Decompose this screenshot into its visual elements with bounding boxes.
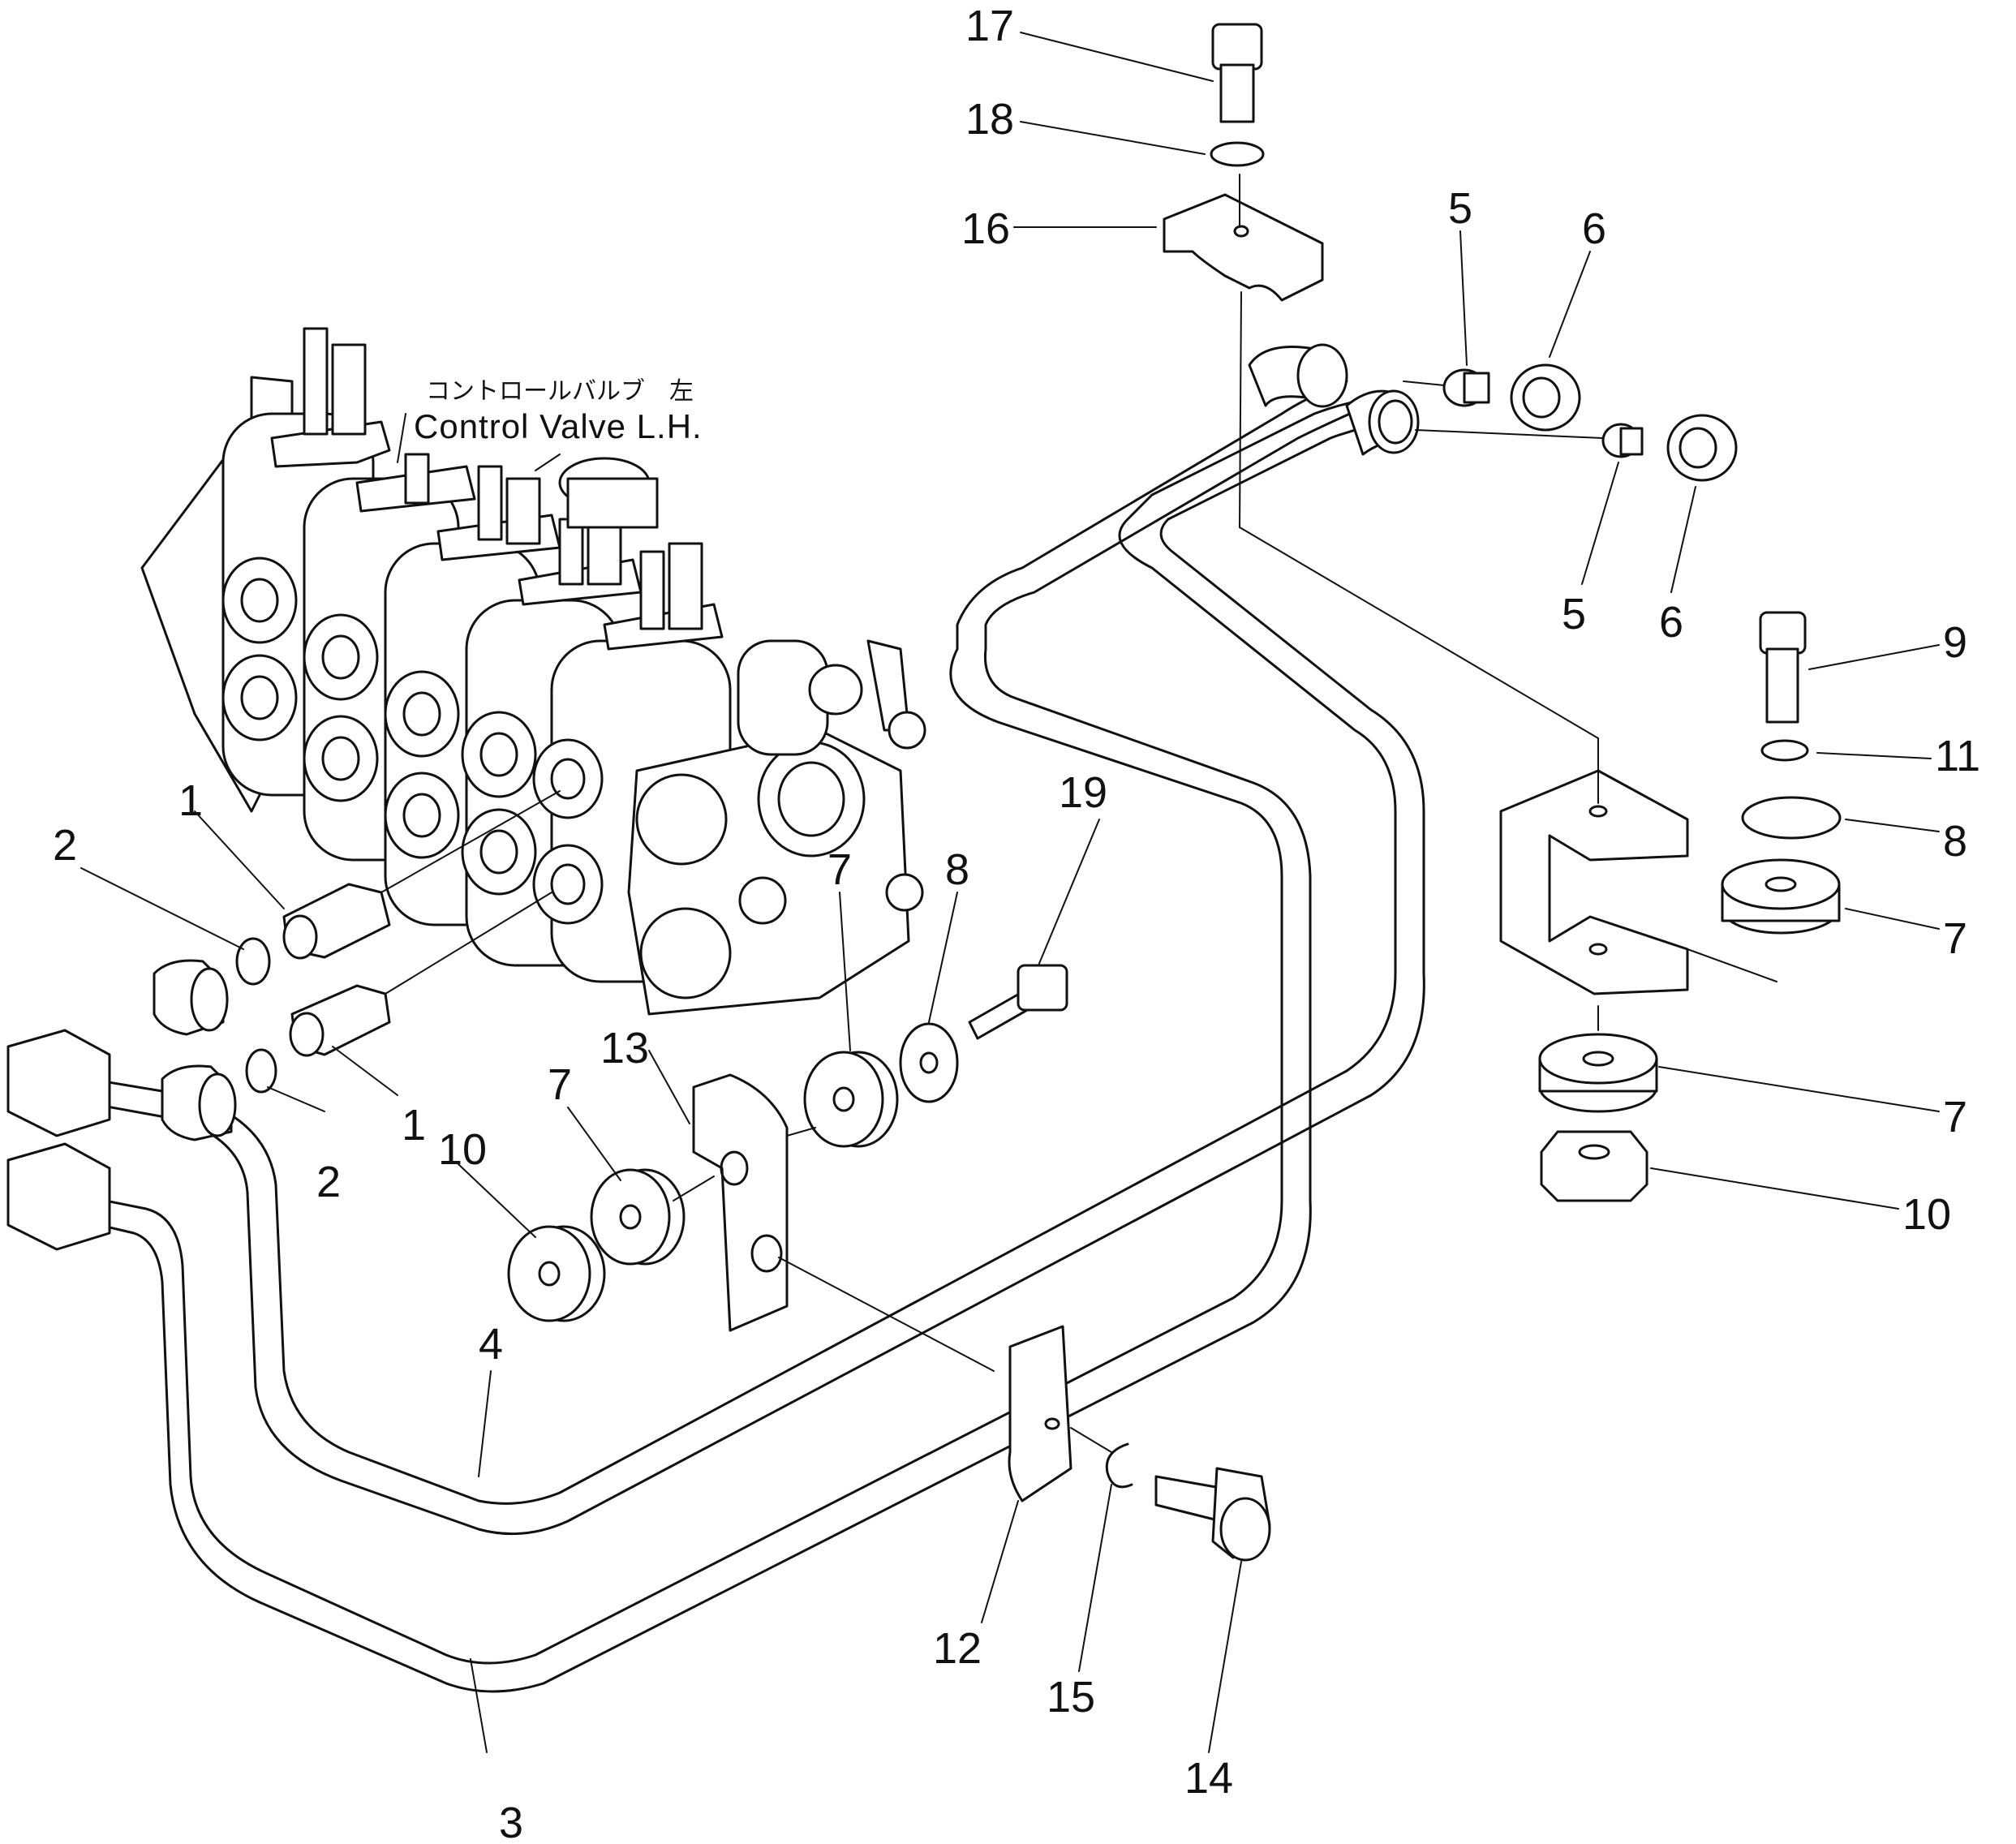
spool-levers: [270, 327, 724, 651]
callout-18: 18: [965, 95, 1014, 144]
callout-8: 8: [945, 845, 969, 894]
callout-7: 7: [827, 845, 852, 894]
pipe-3: [63, 380, 1360, 1693]
clamp-16: [1163, 193, 1324, 302]
cushion-7-lower-right: [1538, 1033, 1658, 1113]
callout-7: 7: [548, 1060, 572, 1109]
washer-18: [1210, 141, 1265, 167]
plug-5-upper: [1442, 368, 1490, 407]
callout-19: 19: [1059, 768, 1107, 817]
callout-8: 8: [1943, 817, 1967, 866]
callout-3: 3: [499, 1799, 523, 1844]
connector-1-lower: [289, 984, 391, 1057]
cap-6-upper: [1510, 363, 1581, 432]
cushion-7-middle-a: [803, 1051, 899, 1148]
callout-7: 7: [1943, 1093, 1967, 1141]
pipe-elbow-fittings: [1248, 343, 1420, 456]
callout-11: 11: [1935, 732, 1980, 780]
connector-1-upper: [282, 883, 391, 960]
callout-17: 17: [965, 2, 1014, 50]
pipe-end-fittings: [6, 959, 237, 1251]
callout-13: 13: [600, 1024, 649, 1072]
callout-16: 16: [961, 204, 1010, 253]
callout-1: 1: [402, 1101, 426, 1150]
bolt-19: [968, 964, 1068, 1040]
callout-6: 6: [1582, 204, 1606, 253]
plug-5-lower: [1601, 423, 1644, 458]
bolt-14: [1154, 1467, 1271, 1562]
washer-8-middle: [899, 1022, 959, 1103]
callout-10: 10: [1902, 1190, 1951, 1239]
title-japanese: コントロールバルブ 左: [426, 377, 694, 406]
callout-2: 2: [53, 821, 77, 870]
callout-9: 9: [1943, 618, 1967, 667]
callout-14: 14: [1184, 1754, 1233, 1803]
cap-6-lower: [1666, 414, 1738, 482]
bracket-plate-13: [692, 1073, 789, 1332]
bracket: [1499, 769, 1689, 995]
callout-1: 1: [178, 776, 203, 825]
pipe-4: [88, 396, 1425, 1536]
callout-7: 7: [1943, 914, 1967, 963]
nut-10-middle: [507, 1225, 606, 1322]
nut-10-right: [1540, 1130, 1648, 1202]
callout-12: 12: [933, 1624, 982, 1673]
callout-5: 5: [1562, 590, 1586, 638]
title-english: Control Valve L.H.: [414, 407, 703, 445]
callout-10: 10: [438, 1125, 487, 1174]
valve-end-cover: [627, 639, 926, 1016]
cushion-7-middle-b: [590, 1168, 686, 1266]
callout-15: 15: [1047, 1673, 1095, 1721]
bolt-9: [1759, 611, 1807, 724]
callout-2: 2: [316, 1158, 341, 1206]
callout-5: 5: [1448, 184, 1472, 233]
o-ring-2-lower: [245, 1048, 277, 1094]
washer-11: [1760, 739, 1809, 762]
callout-labels: 1 1 2 2 3 4 5 5 6 6 7 7 7 7 8 8 9 10 10 …: [53, 2, 1980, 1844]
clamp-12: [1008, 1325, 1072, 1502]
bolt-17: [1211, 23, 1263, 123]
leader-lines: [80, 32, 1940, 1753]
washer-15: [1105, 1442, 1133, 1489]
callout-4: 4: [479, 1320, 503, 1369]
washer-8-right: [1741, 796, 1842, 840]
cushion-7-upper-right: [1721, 858, 1841, 935]
control-valve-assembly: [140, 327, 926, 1016]
callout-6: 6: [1659, 598, 1683, 647]
o-ring-2-upper: [235, 937, 271, 986]
